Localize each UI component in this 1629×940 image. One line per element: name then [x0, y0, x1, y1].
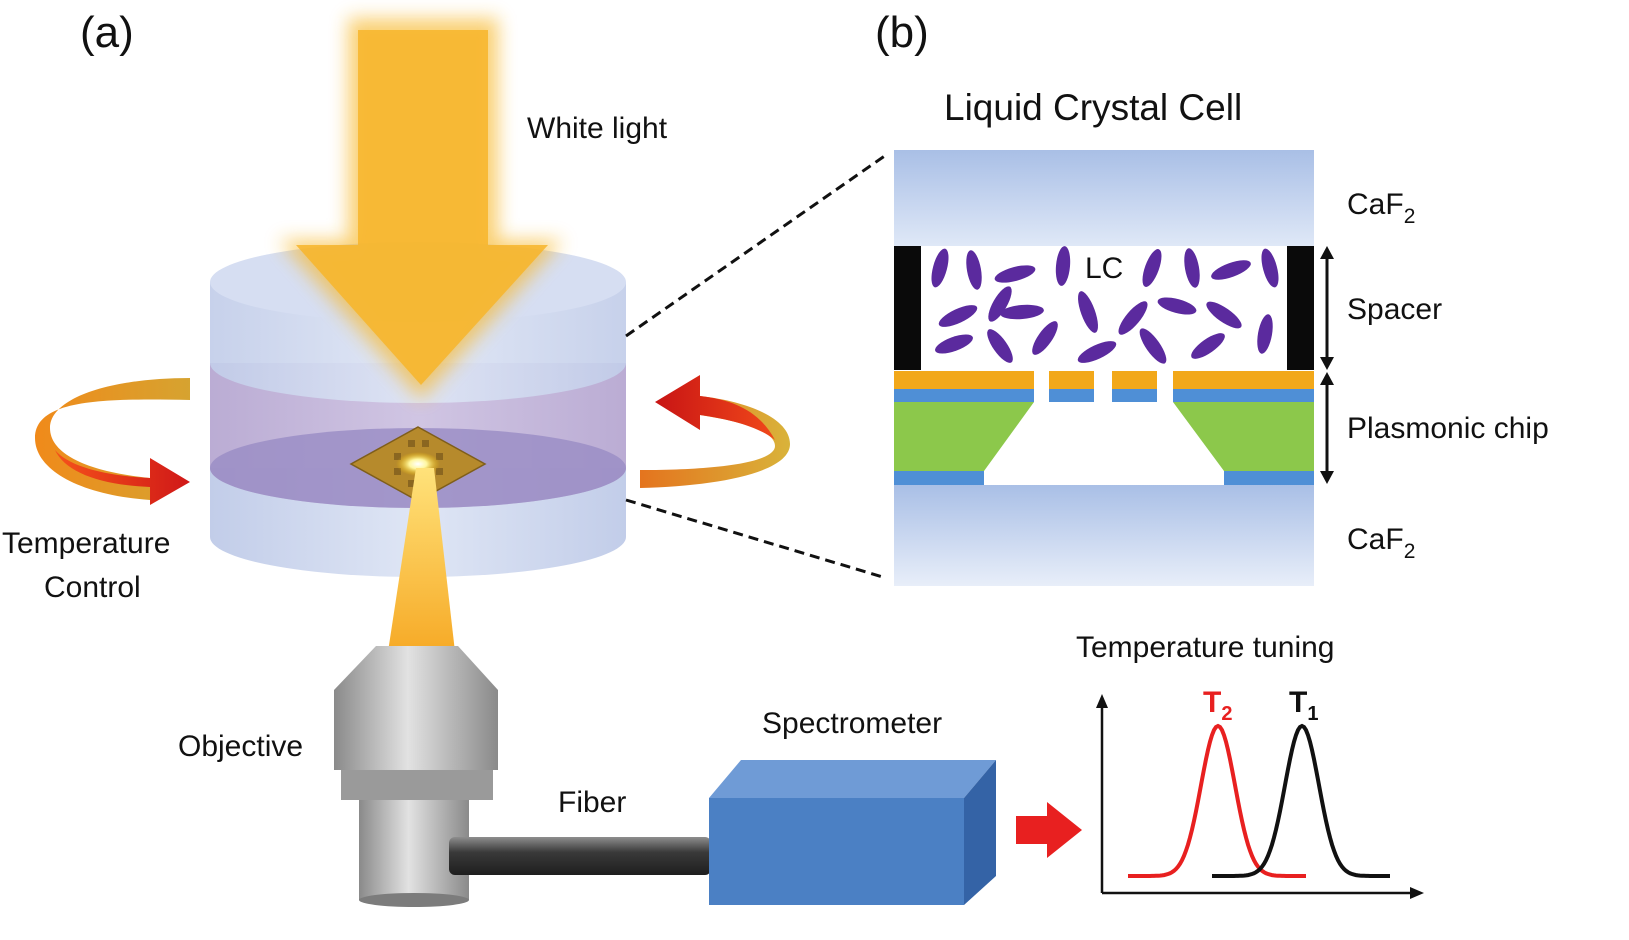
plasmonic-chip-label: Plasmonic chip: [1347, 412, 1549, 445]
panel-b: (b) Liquid Crystal Cell: [875, 8, 1549, 586]
curve-label-t2: T2: [1203, 686, 1232, 725]
bottom-caf2-layer: [894, 485, 1314, 586]
optical-fiber: [449, 837, 711, 875]
white-light-arrow: [279, 18, 563, 400]
temperature-control-label-line2: Control: [44, 571, 141, 604]
panel-label-b: (b): [875, 8, 929, 57]
panel-a: (a): [2, 8, 1082, 907]
lc-molecules: [931, 246, 1279, 364]
spectrum-curve-t2: [1128, 723, 1306, 878]
silicon-substrate: [894, 402, 1314, 485]
output-arrow-icon: [1016, 802, 1082, 858]
objective-label: Objective: [178, 730, 303, 763]
cell-title: Liquid Crystal Cell: [944, 87, 1242, 128]
spacer-right: [1287, 246, 1314, 370]
tuning-title: Temperature tuning: [1076, 631, 1335, 664]
top-caf2-layer: [894, 150, 1314, 246]
spectrum-curve-t1: [1212, 723, 1390, 878]
spacer-left: [894, 246, 921, 370]
curve-label-t1: T1: [1289, 686, 1318, 725]
fiber-label: Fiber: [558, 786, 626, 819]
lc-label: LC: [1085, 252, 1123, 285]
panel-label-a: (a): [80, 8, 134, 57]
dimension-arrows: [1320, 246, 1334, 484]
temperature-control-left-arrow-icon: [35, 378, 190, 505]
graph-x-axis-arrowhead: [1410, 887, 1424, 899]
temperature-control-label-line1: Temperature: [2, 527, 170, 560]
graph-y-axis-arrowhead: [1096, 694, 1108, 708]
spacer-label: Spacer: [1347, 293, 1442, 326]
transmitted-light-beam: [384, 468, 458, 678]
white-light-label: White light: [527, 112, 668, 145]
bottom-caf2-label: CaF2: [1347, 523, 1415, 563]
spectrometer-label: Spectrometer: [762, 707, 942, 740]
spectrometer-box: [709, 760, 996, 905]
temperature-tuning-graph: Temperature tuning T2 T1: [1076, 631, 1424, 899]
zoom-line-top: [625, 153, 887, 338]
temperature-control-right-arrow-icon: [640, 375, 790, 488]
top-caf2-label: CaF2: [1347, 188, 1415, 228]
zoom-line-bottom: [625, 498, 887, 580]
metal-layer: [894, 371, 1314, 402]
objective-lens: [334, 646, 498, 907]
